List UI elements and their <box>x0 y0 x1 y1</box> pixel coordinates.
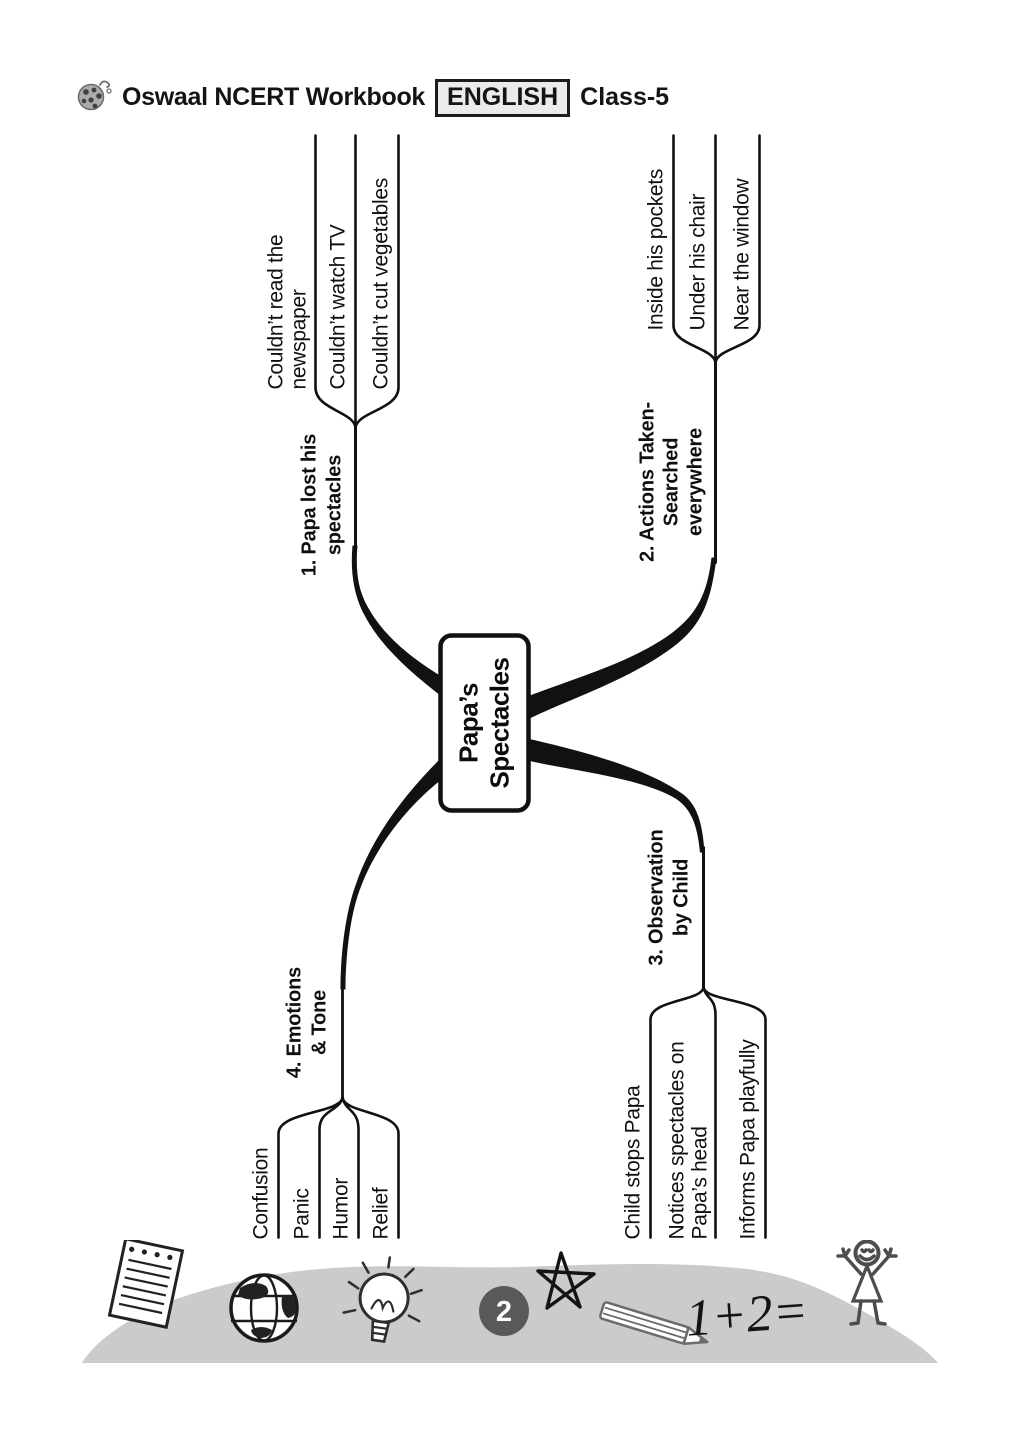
ladybug-icon <box>76 78 112 117</box>
mindmap-connectors <box>277 134 767 1239</box>
svg-text:2: 2 <box>496 1296 512 1328</box>
branch-4-item-3: Humor <box>329 1177 353 1240</box>
page-header: Oswaal NCERT Workbook ENGLISH Class-5 <box>76 78 669 117</box>
branch-2-item-1: Inside his pockets <box>644 168 668 331</box>
branch-3-item-1: Child stops Papa <box>621 1085 645 1240</box>
branch-4-item-2: Panic <box>290 1188 314 1240</box>
branch-2-item-2: Under his chair <box>686 193 710 331</box>
pencil-icon <box>599 1301 709 1345</box>
branch-2-item-3: Near the window <box>730 178 754 331</box>
star-icon <box>536 1251 596 1310</box>
stick-figure-icon <box>836 1239 898 1326</box>
notepad-icon <box>107 1237 185 1329</box>
branch-4-item-1: Confusion <box>249 1147 273 1240</box>
branch-4-item-4: Relief <box>369 1187 393 1240</box>
class-label: Class-5 <box>580 83 670 111</box>
center-node-title: Papa’s Spectacles <box>453 657 515 789</box>
page-number-badge: 2 <box>479 1286 529 1336</box>
branch-1-item-2: Couldn’t watch TV <box>326 224 350 390</box>
equation-doodle: 1+2= <box>684 1282 810 1347</box>
subject-badge: ENGLISH <box>435 78 571 117</box>
center-node <box>438 633 531 813</box>
lightbulb-icon <box>342 1256 423 1343</box>
branch-1-item-3: Couldn’t cut vegetables <box>369 178 393 390</box>
doodle-strip: 2 1+2= <box>0 1237 1024 1440</box>
globe-icon <box>229 1273 299 1343</box>
workbook-title: Oswaal NCERT Workbook <box>122 83 426 111</box>
branch-3-item-3: Informs Papa playfully <box>736 1039 760 1240</box>
branch-4-label: 4. Emotions& Tone <box>283 966 331 1079</box>
